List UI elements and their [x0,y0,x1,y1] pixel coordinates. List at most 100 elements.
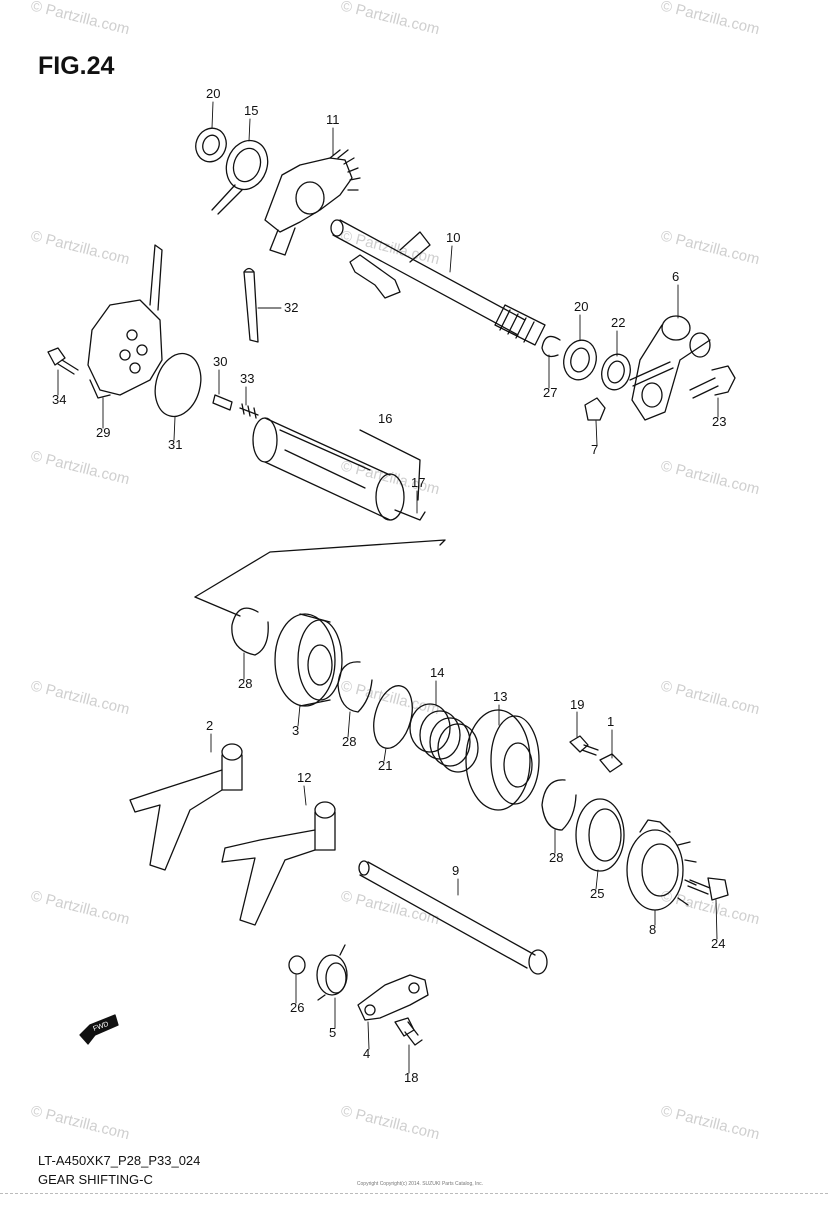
part-25-bearing [575,798,625,872]
watermark-text: © Partzilla.com [659,677,761,718]
part-label-6: 6 [672,269,679,284]
leader-line-3 [297,704,301,727]
watermark-text: © Partzilla.com [659,227,761,268]
leader-line-31 [173,416,176,441]
part-16-shift-cam [252,417,426,521]
leader-line-21 [383,747,387,762]
watermark-text: © Partzilla.com [29,887,131,928]
watermark-text: © Partzilla.com [339,677,441,718]
part-label-22: 22 [611,315,625,330]
leader-line-4 [367,1021,370,1050]
part-31-o-ring [154,352,202,418]
part-8-sprocket [626,819,697,911]
part-14-spring [409,703,479,773]
watermark-text: © Partzilla.com [29,0,131,38]
part-6-arm [631,315,711,421]
part-23-bolt [689,365,736,399]
leader-line-7 [595,420,598,446]
watermark-text: © Partzilla.com [659,457,761,498]
part-label-12: 12 [297,770,311,785]
part-28-circlip-b [337,661,373,713]
part-label-9: 9 [452,863,459,878]
watermark-text: © Partzilla.com [659,0,761,38]
part-label-27: 27 [543,385,557,400]
part-9-shaft [358,860,548,975]
part-label-20: 20 [574,299,588,314]
part-5-spring [316,944,348,1001]
part-label-1: 1 [607,714,614,729]
part-label-30: 30 [213,354,227,369]
part-34-bolt [47,347,79,375]
part-11-gearshift-arm [264,149,361,256]
leader-lines [57,101,719,1074]
model-code: LT-A450XK7_P28_P33_024 [38,1153,201,1168]
part-label-33: 33 [240,371,254,386]
leader-line-10 [449,245,453,273]
part-1-nut [599,753,623,773]
leader-line-24 [715,899,718,940]
part-label-5: 5 [329,1025,336,1040]
part-label-16: 16 [378,411,392,426]
part-12-shift-fork [221,801,336,926]
part-label-28: 28 [549,850,563,865]
leader-16 [359,429,421,501]
part-7-nut [584,397,606,421]
part-2-shift-fork [129,743,243,871]
leader-line-25 [595,869,599,890]
watermark-text: © Partzilla.com [29,1102,131,1143]
part-label-13: 13 [493,689,507,704]
part-label-19: 19 [570,697,584,712]
part-label-29: 29 [96,425,110,440]
part-20-washer-right [563,339,597,381]
fwd-arrow-icon [79,1014,119,1045]
part-label-34: 34 [52,392,66,407]
part-4-stopper [357,974,429,1021]
diagram-subtitle: GEAR SHIFTING-C [38,1172,153,1187]
part-3-gear [274,613,343,707]
part-label-23: 23 [712,414,726,429]
part-label-20: 20 [206,86,220,101]
part-label-31: 31 [168,437,182,452]
part-26-washer [288,955,306,975]
part-label-14: 14 [430,665,444,680]
part-6-bolt [629,361,674,387]
part-27-circlip [541,335,561,358]
figure-title: FIG.24 [38,52,115,80]
leader-line-20 [211,101,214,129]
part-33-spring [239,403,259,419]
part-labels: 2015111032620223429313033277231617283142… [52,86,726,1085]
part-label-32: 32 [284,300,298,315]
watermark-text: © Partzilla.com [29,677,131,718]
part-label-28: 28 [238,676,252,691]
part-label-15: 15 [244,103,258,118]
part-label-24: 24 [711,936,725,951]
watermark-text: © Partzilla.com [339,0,441,38]
watermark-text: © Partzilla.com [659,1102,761,1143]
part-label-18: 18 [404,1070,418,1085]
watermark-text: © Partzilla.com [339,1102,441,1143]
part-label-10: 10 [446,230,460,245]
watermark-layer: © Partzilla.com © Partzilla.com © Partzill… [29,0,761,1143]
part-label-21: 21 [378,758,392,773]
part-label-17: 17 [411,475,425,490]
part-10-gearshift-shaft [330,219,546,346]
part-label-8: 8 [649,922,656,937]
watermark-text: © Partzilla.com [29,447,131,488]
part-label-28: 28 [342,734,356,749]
part-label-25: 25 [590,886,604,901]
bottom-dashed-line [0,1193,828,1194]
leader-line-12 [303,785,307,806]
leader-line-15 [248,118,251,142]
part-20-washer [195,127,227,163]
dashed-link [194,539,446,598]
part-label-11: 11 [326,112,340,127]
part-15-spring [211,139,269,215]
watermark-text: © Partzilla.com [659,887,761,928]
part-28-circlip-a [231,607,269,656]
part-label-2: 2 [206,718,213,733]
watermark-text: © Partzilla.com [29,227,131,268]
part-label-3: 3 [292,723,299,738]
part-label-4: 4 [363,1046,370,1061]
